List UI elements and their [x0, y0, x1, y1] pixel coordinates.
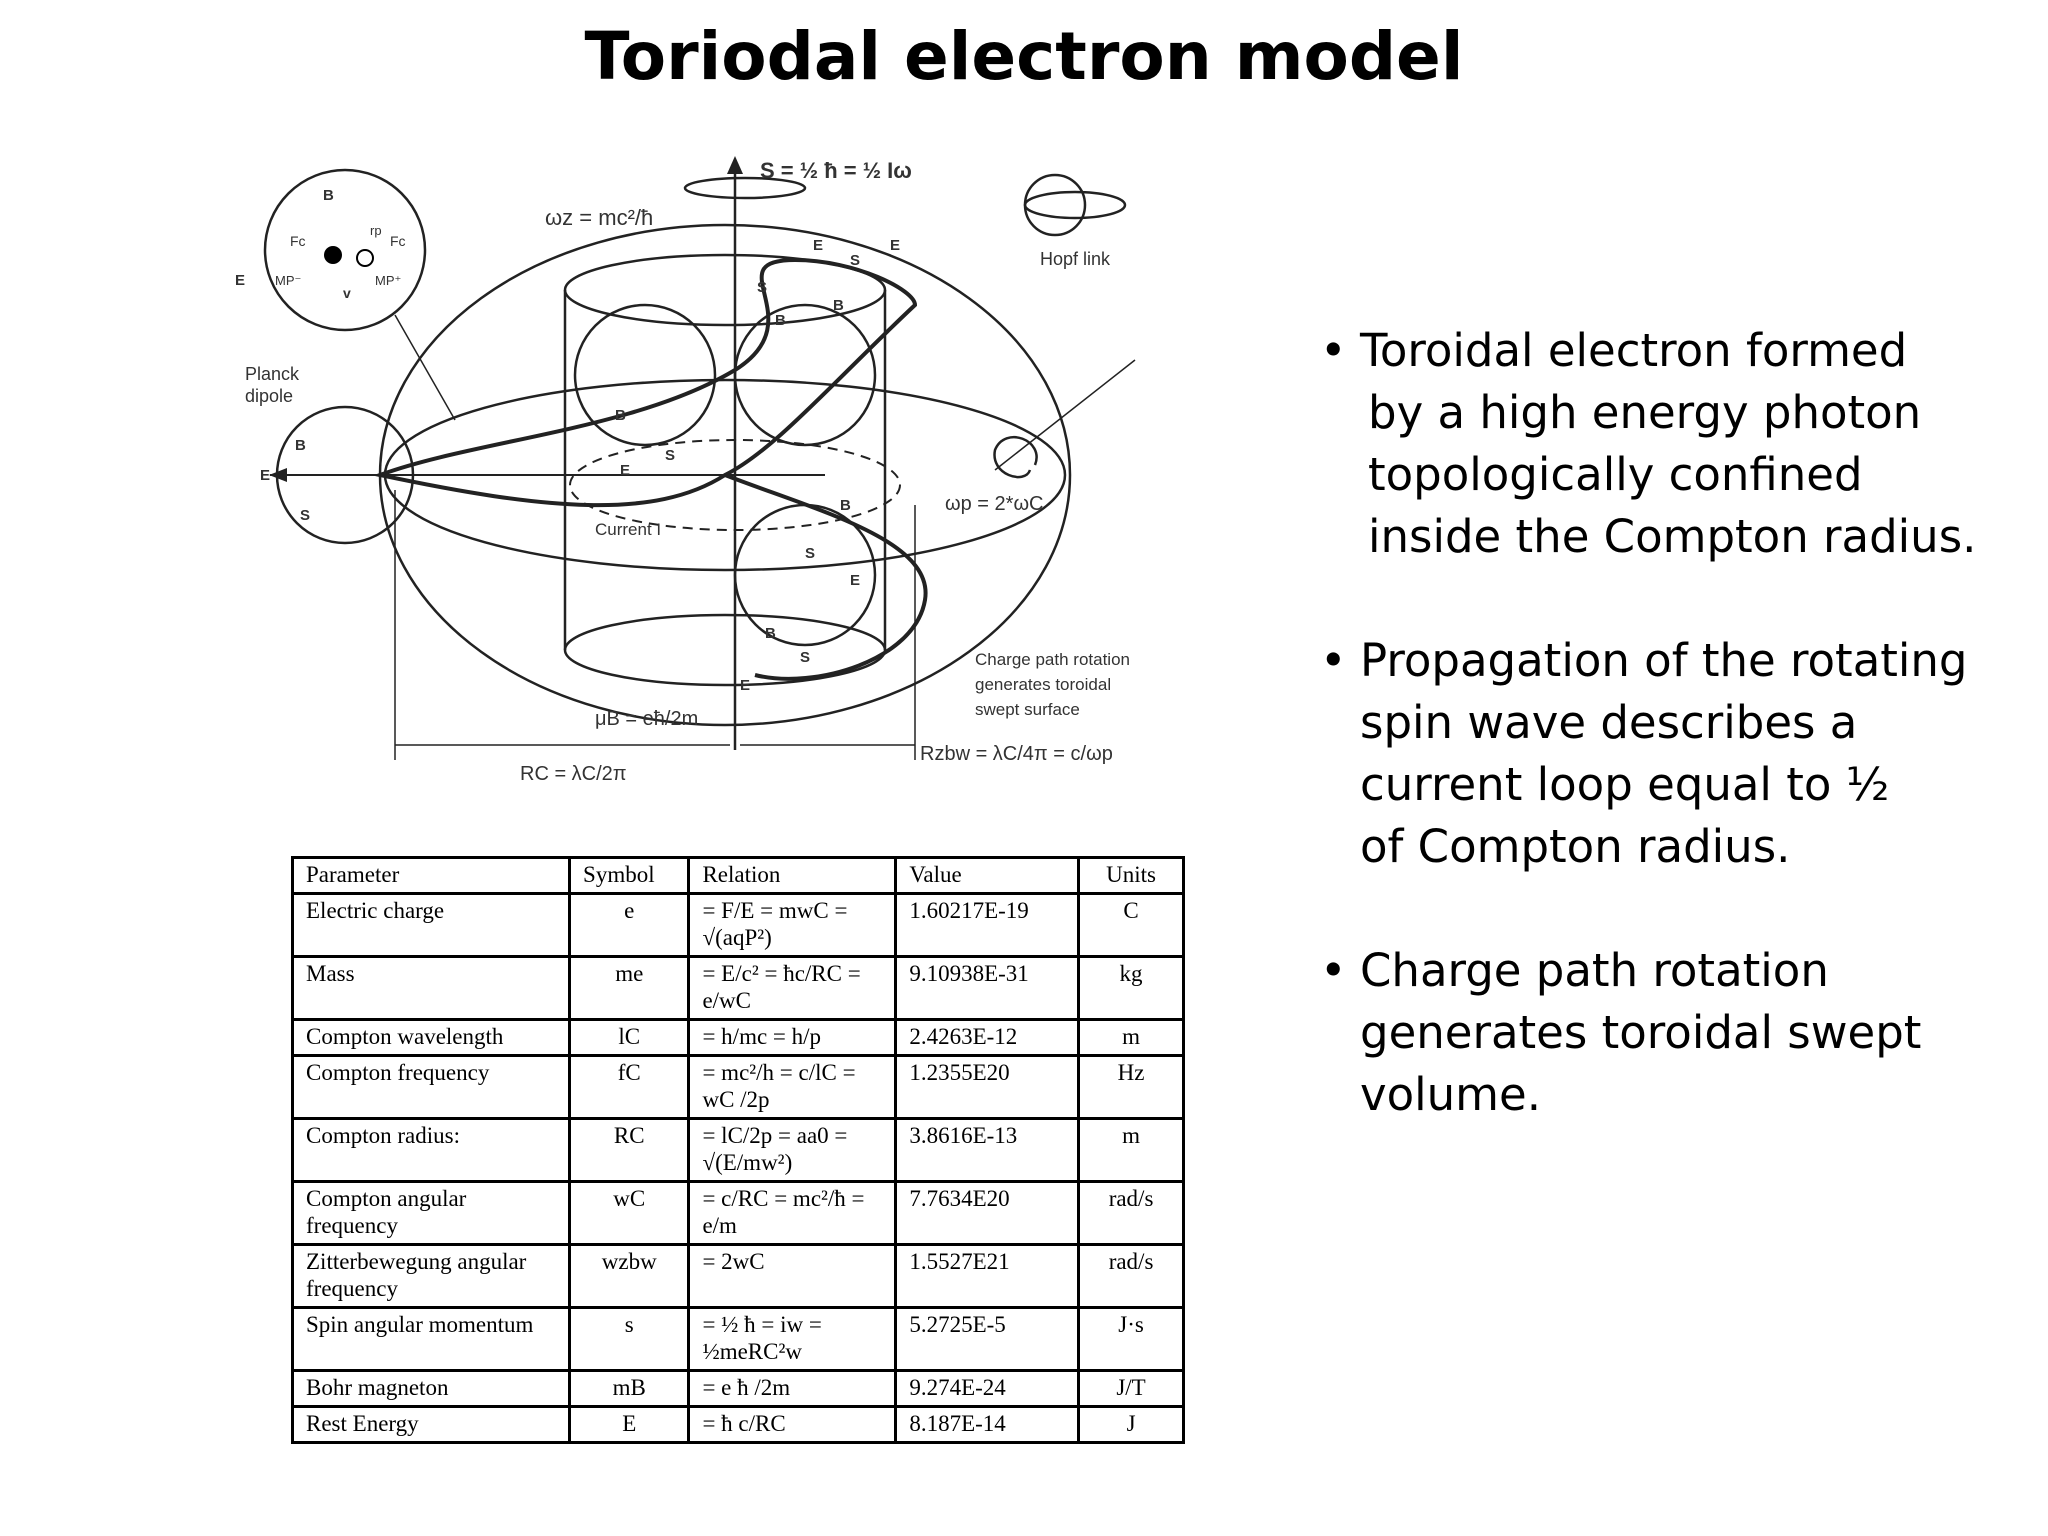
planck-label-1: Planck	[245, 364, 300, 384]
parameters-table: Parameter Symbol Relation Value Units El…	[290, 856, 1185, 1444]
table-row: Compton frequency fC = mc²/h = c/lC = wC…	[290, 1054, 1185, 1120]
table-row: Electric charge e = F/E = mwC = √(aqP²) …	[290, 892, 1185, 958]
svg-text:B: B	[775, 312, 786, 329]
svg-text:MP⁻: MP⁻	[275, 273, 301, 288]
mu-b-label: μB = eħ/2m	[595, 708, 698, 730]
svg-text:E: E	[235, 272, 245, 289]
svg-text:Fc: Fc	[390, 233, 406, 249]
header-symbol: Symbol	[568, 856, 691, 895]
svg-text:B: B	[765, 625, 776, 642]
svg-text:E: E	[813, 237, 823, 254]
header-relation: Relation	[687, 856, 898, 895]
svg-text:S: S	[665, 447, 675, 464]
svg-text:S: S	[850, 252, 860, 269]
slide-title: Toriodal electron model	[584, 18, 1464, 95]
svg-text:E: E	[620, 462, 630, 479]
table-row: Compton angular frequency wC = c/RC = mc…	[290, 1180, 1185, 1246]
svg-text:B: B	[323, 187, 334, 204]
hopf-circle	[1023, 173, 1087, 237]
svg-text:B: B	[615, 407, 626, 424]
charge-note-1: Charge path rotation	[975, 650, 1130, 669]
rzbw-label: Rzbw = λC/4π = c/ωp	[920, 743, 1113, 765]
svg-text:MP⁺: MP⁺	[375, 273, 401, 288]
header-value: Value	[894, 856, 1081, 895]
svg-text:S: S	[300, 507, 310, 524]
header-parameter: Parameter	[290, 856, 572, 895]
svg-text:v: v	[343, 285, 351, 301]
bullet-dot: •	[1320, 324, 1347, 377]
planck-dipole-circle	[263, 168, 427, 332]
svg-text:E: E	[850, 572, 860, 589]
svg-text:B: B	[295, 437, 306, 454]
bullet-item: • Toroidal electron formed by a high ene…	[1320, 320, 2020, 568]
toroidal-electron-diagram: S = ½ ħ = ½ Iω ωz = mc²/ħ Hopf link Plan…	[235, 156, 1136, 785]
svg-text:E: E	[890, 237, 900, 254]
rc-label: RC = λC/2π	[520, 763, 627, 785]
bullet-dot: •	[1320, 634, 1347, 687]
current-label: Current I	[595, 520, 661, 539]
table-row: Rest Energy E = ħ c/RC 8.187E-14 J	[290, 1405, 1185, 1444]
bullet-list: • Toroidal electron formed by a high ene…	[1320, 320, 2020, 1188]
table-row: Zitterbewegung angular frequency wzbw = …	[290, 1243, 1185, 1309]
table-row: Compton wavelength lC = h/mc = h/p 2.426…	[290, 1018, 1185, 1057]
spin-equation-label: S = ½ ħ = ½ Iω	[760, 158, 912, 183]
svg-text:S: S	[757, 279, 767, 296]
charge-note-3: swept surface	[975, 700, 1080, 719]
table-row: Mass me = E/c² = ħc/RC = e/wC 9.10938E-3…	[290, 955, 1185, 1021]
omega-p-label: ωp = 2*ωC	[945, 493, 1044, 515]
table-row: Spin angular momentum s = ½ ħ = iw = ½me…	[290, 1306, 1185, 1372]
table-row: Bohr magneton mB = e ħ /2m 9.274E-24 J/T	[290, 1369, 1185, 1408]
charge-path	[372, 257, 918, 508]
table-row: Compton radius: RC = lC/2p = aa0 = √(E/m…	[290, 1117, 1185, 1183]
svg-text:rp: rp	[370, 223, 382, 238]
header-units: Units	[1077, 856, 1185, 895]
hopf-label: Hopf link	[1040, 249, 1111, 269]
omega-z-label: ωz = mc²/ħ	[545, 205, 653, 230]
svg-text:Fc: Fc	[290, 233, 306, 249]
bullet-item: • Charge path rotation generates toroida…	[1320, 940, 2020, 1126]
svg-text:E: E	[740, 677, 750, 694]
charge-note-2: generates toroidal	[975, 675, 1111, 694]
bullet-dot: •	[1320, 944, 1347, 997]
svg-text:B: B	[840, 497, 851, 514]
svg-text:E: E	[260, 467, 270, 484]
svg-text:S: S	[805, 545, 815, 562]
svg-text:S: S	[800, 649, 810, 666]
svg-text:B: B	[833, 297, 844, 314]
bullet-item: • Propagation of the rotating spin wave …	[1320, 630, 2020, 878]
planck-label-2: dipole	[245, 386, 293, 406]
table-header-row: Parameter Symbol Relation Value Units	[290, 856, 1185, 895]
